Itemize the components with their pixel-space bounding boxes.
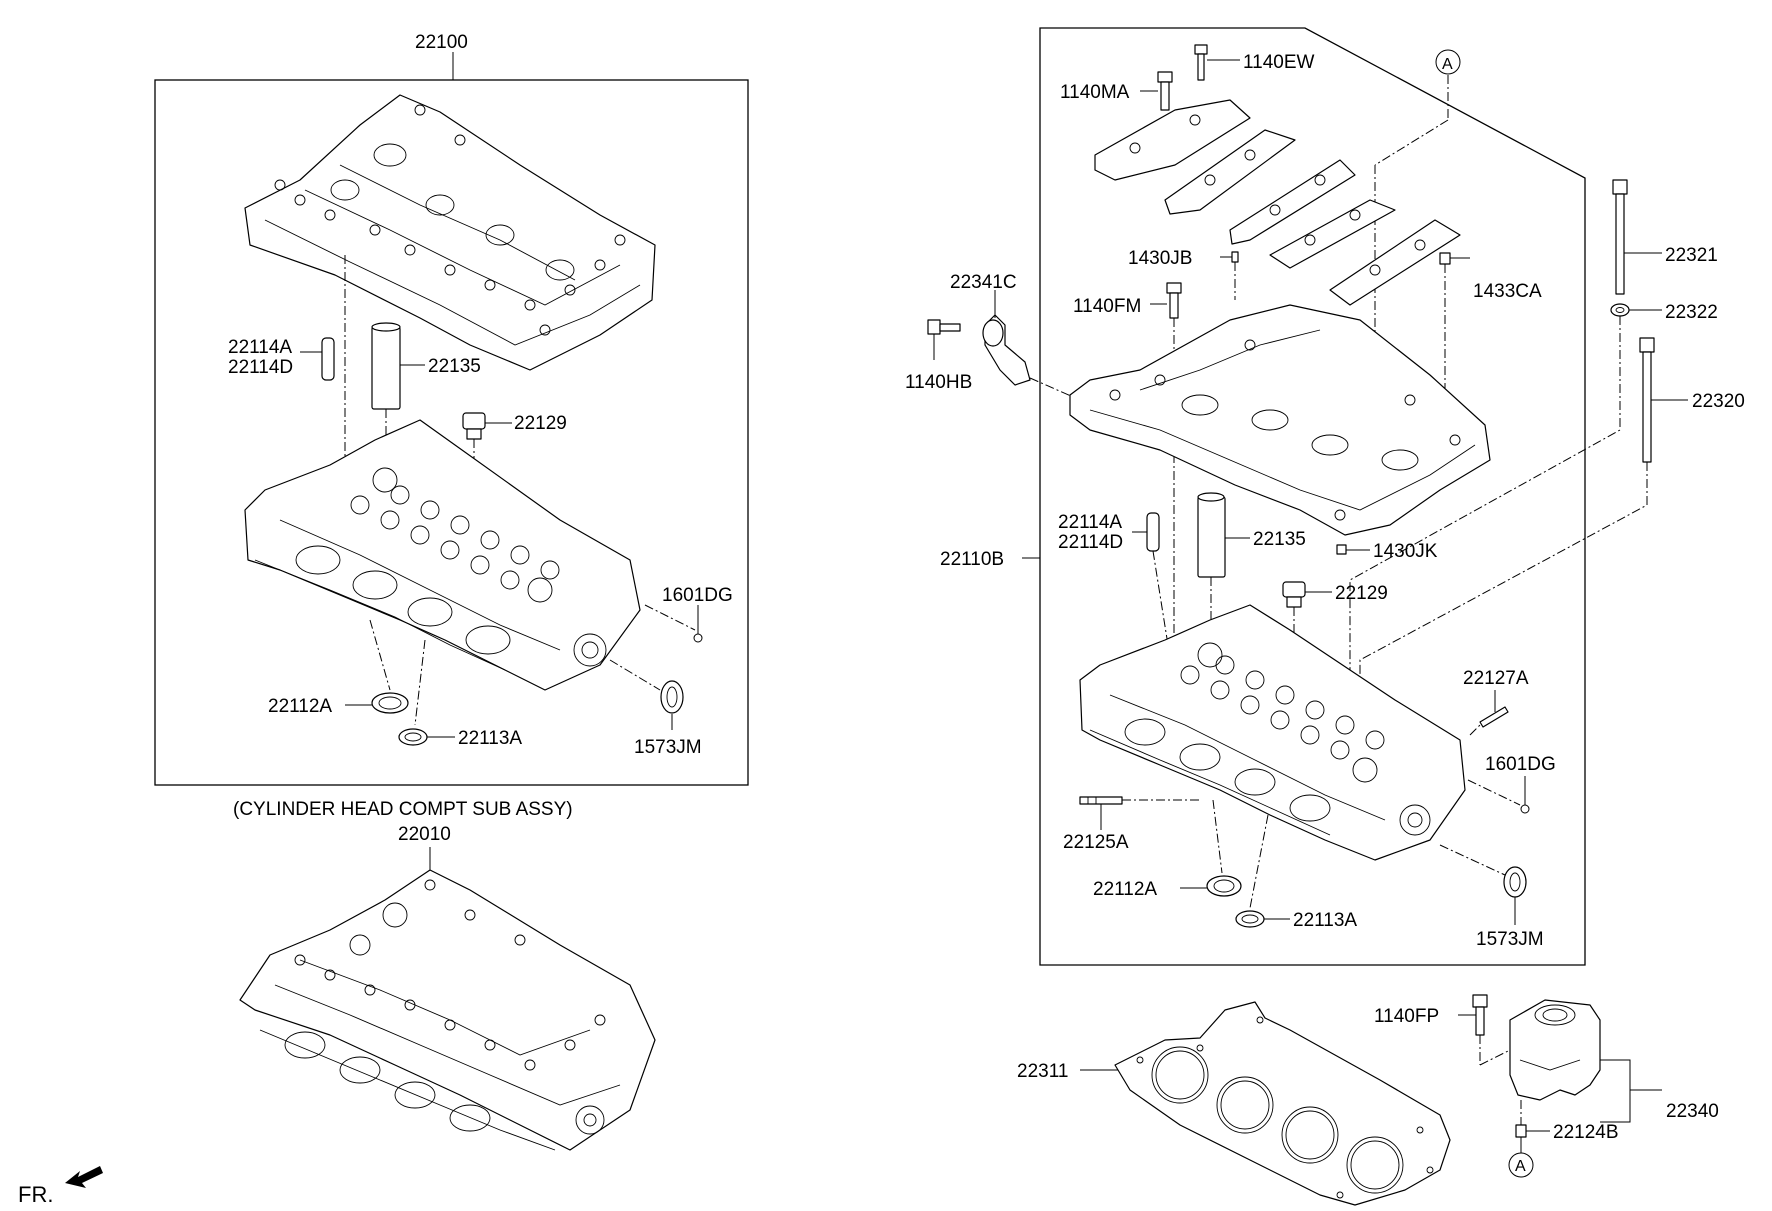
dowel-22124B	[1515, 1100, 1550, 1138]
bolt-1140FM	[1150, 282, 1182, 640]
label-1430JB: 1430JB	[1128, 248, 1192, 269]
circled-letter-icon	[1508, 1137, 1534, 1178]
label-22340: 22340	[1666, 1101, 1719, 1122]
head-gasket-22311	[1080, 1001, 1451, 1206]
label-22127A: 22127A	[1463, 668, 1529, 689]
cylinder-head-illustration-right	[1079, 604, 1466, 861]
bolt-1140HB	[927, 319, 1081, 401]
stud-22127A	[1469, 690, 1509, 736]
label-1601DG-right: 1601DG	[1485, 754, 1556, 775]
pin-1601DG-right	[1467, 776, 1530, 814]
dowel-1430JK	[1336, 544, 1370, 555]
label-22124B: 22124B	[1553, 1122, 1619, 1143]
label-1433CA: 1433CA	[1473, 281, 1542, 302]
label-1140EW: 1140EW	[1243, 52, 1315, 73]
label-22100: 22100	[415, 32, 468, 53]
label-1573JM-left: 1573JM	[634, 737, 702, 758]
label-1140MA: 1140MA	[1060, 82, 1130, 103]
tube-22135-right	[1197, 492, 1250, 655]
label-22113A-right: 22113A	[1293, 910, 1357, 931]
bolt-1140FP	[1458, 994, 1511, 1066]
camshaft-carrier-illustration-right	[1069, 304, 1491, 536]
label-22321: 22321	[1665, 245, 1718, 266]
label-1140FP: 1140FP	[1374, 1006, 1439, 1027]
dowel-pin-22114-right	[1132, 512, 1169, 646]
housing-22340	[1509, 999, 1662, 1123]
camshaft-caps-illustration	[1094, 99, 1461, 306]
right-assembly-group	[927, 27, 1688, 966]
stud-22125A	[1079, 796, 1200, 830]
label-22311: 22311	[1017, 1061, 1068, 1082]
dowel-pin-22114-left	[300, 255, 346, 470]
label-22322: 22322	[1665, 302, 1718, 323]
bottom-right-group	[1080, 994, 1662, 1206]
seal-1573JM-left	[609, 659, 684, 730]
camshaft-carrier-illustration	[244, 94, 656, 371]
label-22135-left: 22135	[428, 356, 481, 377]
seal-22113A-left	[398, 639, 455, 746]
seal-22112A-right	[1180, 799, 1242, 897]
label-22114A-left: 22114A	[228, 337, 292, 358]
fr-label: FR.	[18, 1182, 53, 1207]
bracket-22341C	[982, 290, 1031, 386]
bolt-22321	[1612, 179, 1662, 295]
seal-22112A-left	[345, 619, 409, 714]
label-22114D-right: 22114D	[1058, 532, 1123, 553]
tube-22135-left	[371, 322, 425, 485]
left-assembly-frame	[154, 79, 749, 786]
label-22135-right: 22135	[1253, 529, 1306, 550]
label-1140HB: 1140HB	[905, 372, 972, 393]
bolt-1140EW	[1194, 44, 1240, 81]
label-22125A: 22125A	[1063, 832, 1129, 853]
label-22113A-left: 22113A	[458, 728, 522, 749]
cylinder-head-complete-illustration	[239, 869, 656, 1151]
washer-22322	[1610, 303, 1662, 317]
label-22112A-right: 22112A	[1093, 879, 1157, 900]
label-1601DG-left: 1601DG	[662, 585, 733, 606]
pin-1601DG-left	[644, 604, 703, 643]
dowel-1433CA	[1439, 252, 1470, 440]
seal-1573JM-right	[1439, 844, 1527, 925]
left-assembly-group	[154, 52, 749, 786]
label-1430JK: 1430JK	[1373, 541, 1438, 562]
bolt-1140MA	[1140, 71, 1173, 111]
label-22114A-right: 22114A	[1058, 512, 1122, 533]
ref-A-bottom: A	[1515, 1158, 1526, 1175]
label-22114D-left: 22114D	[228, 357, 293, 378]
label-22129-left: 22129	[514, 413, 567, 434]
label-22129-right: 22129	[1335, 583, 1388, 604]
label-1140FM: 1140FM	[1073, 296, 1141, 317]
cylinder-head-illustration-left	[244, 419, 641, 691]
callout-labels: 22100 22114A 22114D 22135 22129 1601DG 2…	[18, 32, 1745, 1207]
label-1573JM-right: 1573JM	[1476, 929, 1544, 950]
arrow-icon	[65, 1166, 103, 1188]
label-22110B: 22110B	[940, 549, 1004, 570]
label-22320: 22320	[1692, 391, 1745, 412]
label-22010: 22010	[398, 824, 451, 845]
seal-22113A-right	[1235, 814, 1290, 928]
label-22112A-left: 22112A	[268, 696, 332, 717]
dowel-1430JB	[1220, 251, 1239, 300]
subassy-caption: (CYLINDER HEAD COMPT SUB ASSY)	[233, 799, 573, 820]
subassy-group	[65, 847, 656, 1188]
ref-A-top: A	[1442, 56, 1453, 73]
label-22341C: 22341C	[950, 272, 1017, 293]
right-assembly-frame	[1039, 27, 1586, 966]
